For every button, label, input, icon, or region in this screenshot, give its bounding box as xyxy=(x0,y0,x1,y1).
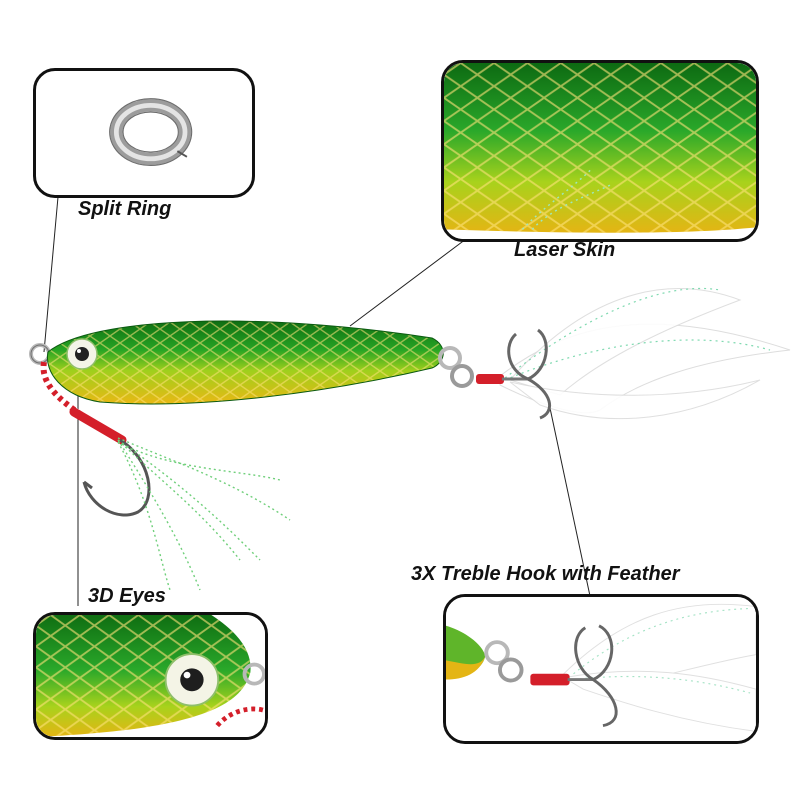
laser-skin-label: Laser Skin xyxy=(514,239,616,261)
laser-skin-closeup-image xyxy=(444,63,756,239)
assist-hook xyxy=(40,361,291,591)
rear-split-ring xyxy=(438,346,474,388)
eyes-label: 3D Eyes xyxy=(88,585,166,607)
lure-eye xyxy=(66,338,98,370)
treble-hook-label: 3X Treble Hook with Feather xyxy=(411,563,680,585)
eyes-closeup-image xyxy=(36,615,265,737)
treble-hook-with-feather xyxy=(476,287,791,420)
treble-hook-closeup-image xyxy=(446,597,756,741)
treble-hook-callout xyxy=(443,594,759,744)
eyes-callout xyxy=(33,612,268,740)
split-ring-callout xyxy=(33,68,255,198)
laser-skin-callout xyxy=(441,60,759,242)
split-ring-leader-line xyxy=(43,196,59,353)
laser-skin-leader-line xyxy=(349,235,471,327)
split-ring-label: Split Ring xyxy=(78,198,172,220)
lure-body xyxy=(46,320,444,405)
split-ring-closeup-image xyxy=(109,98,193,167)
front-split-ring xyxy=(29,343,51,365)
